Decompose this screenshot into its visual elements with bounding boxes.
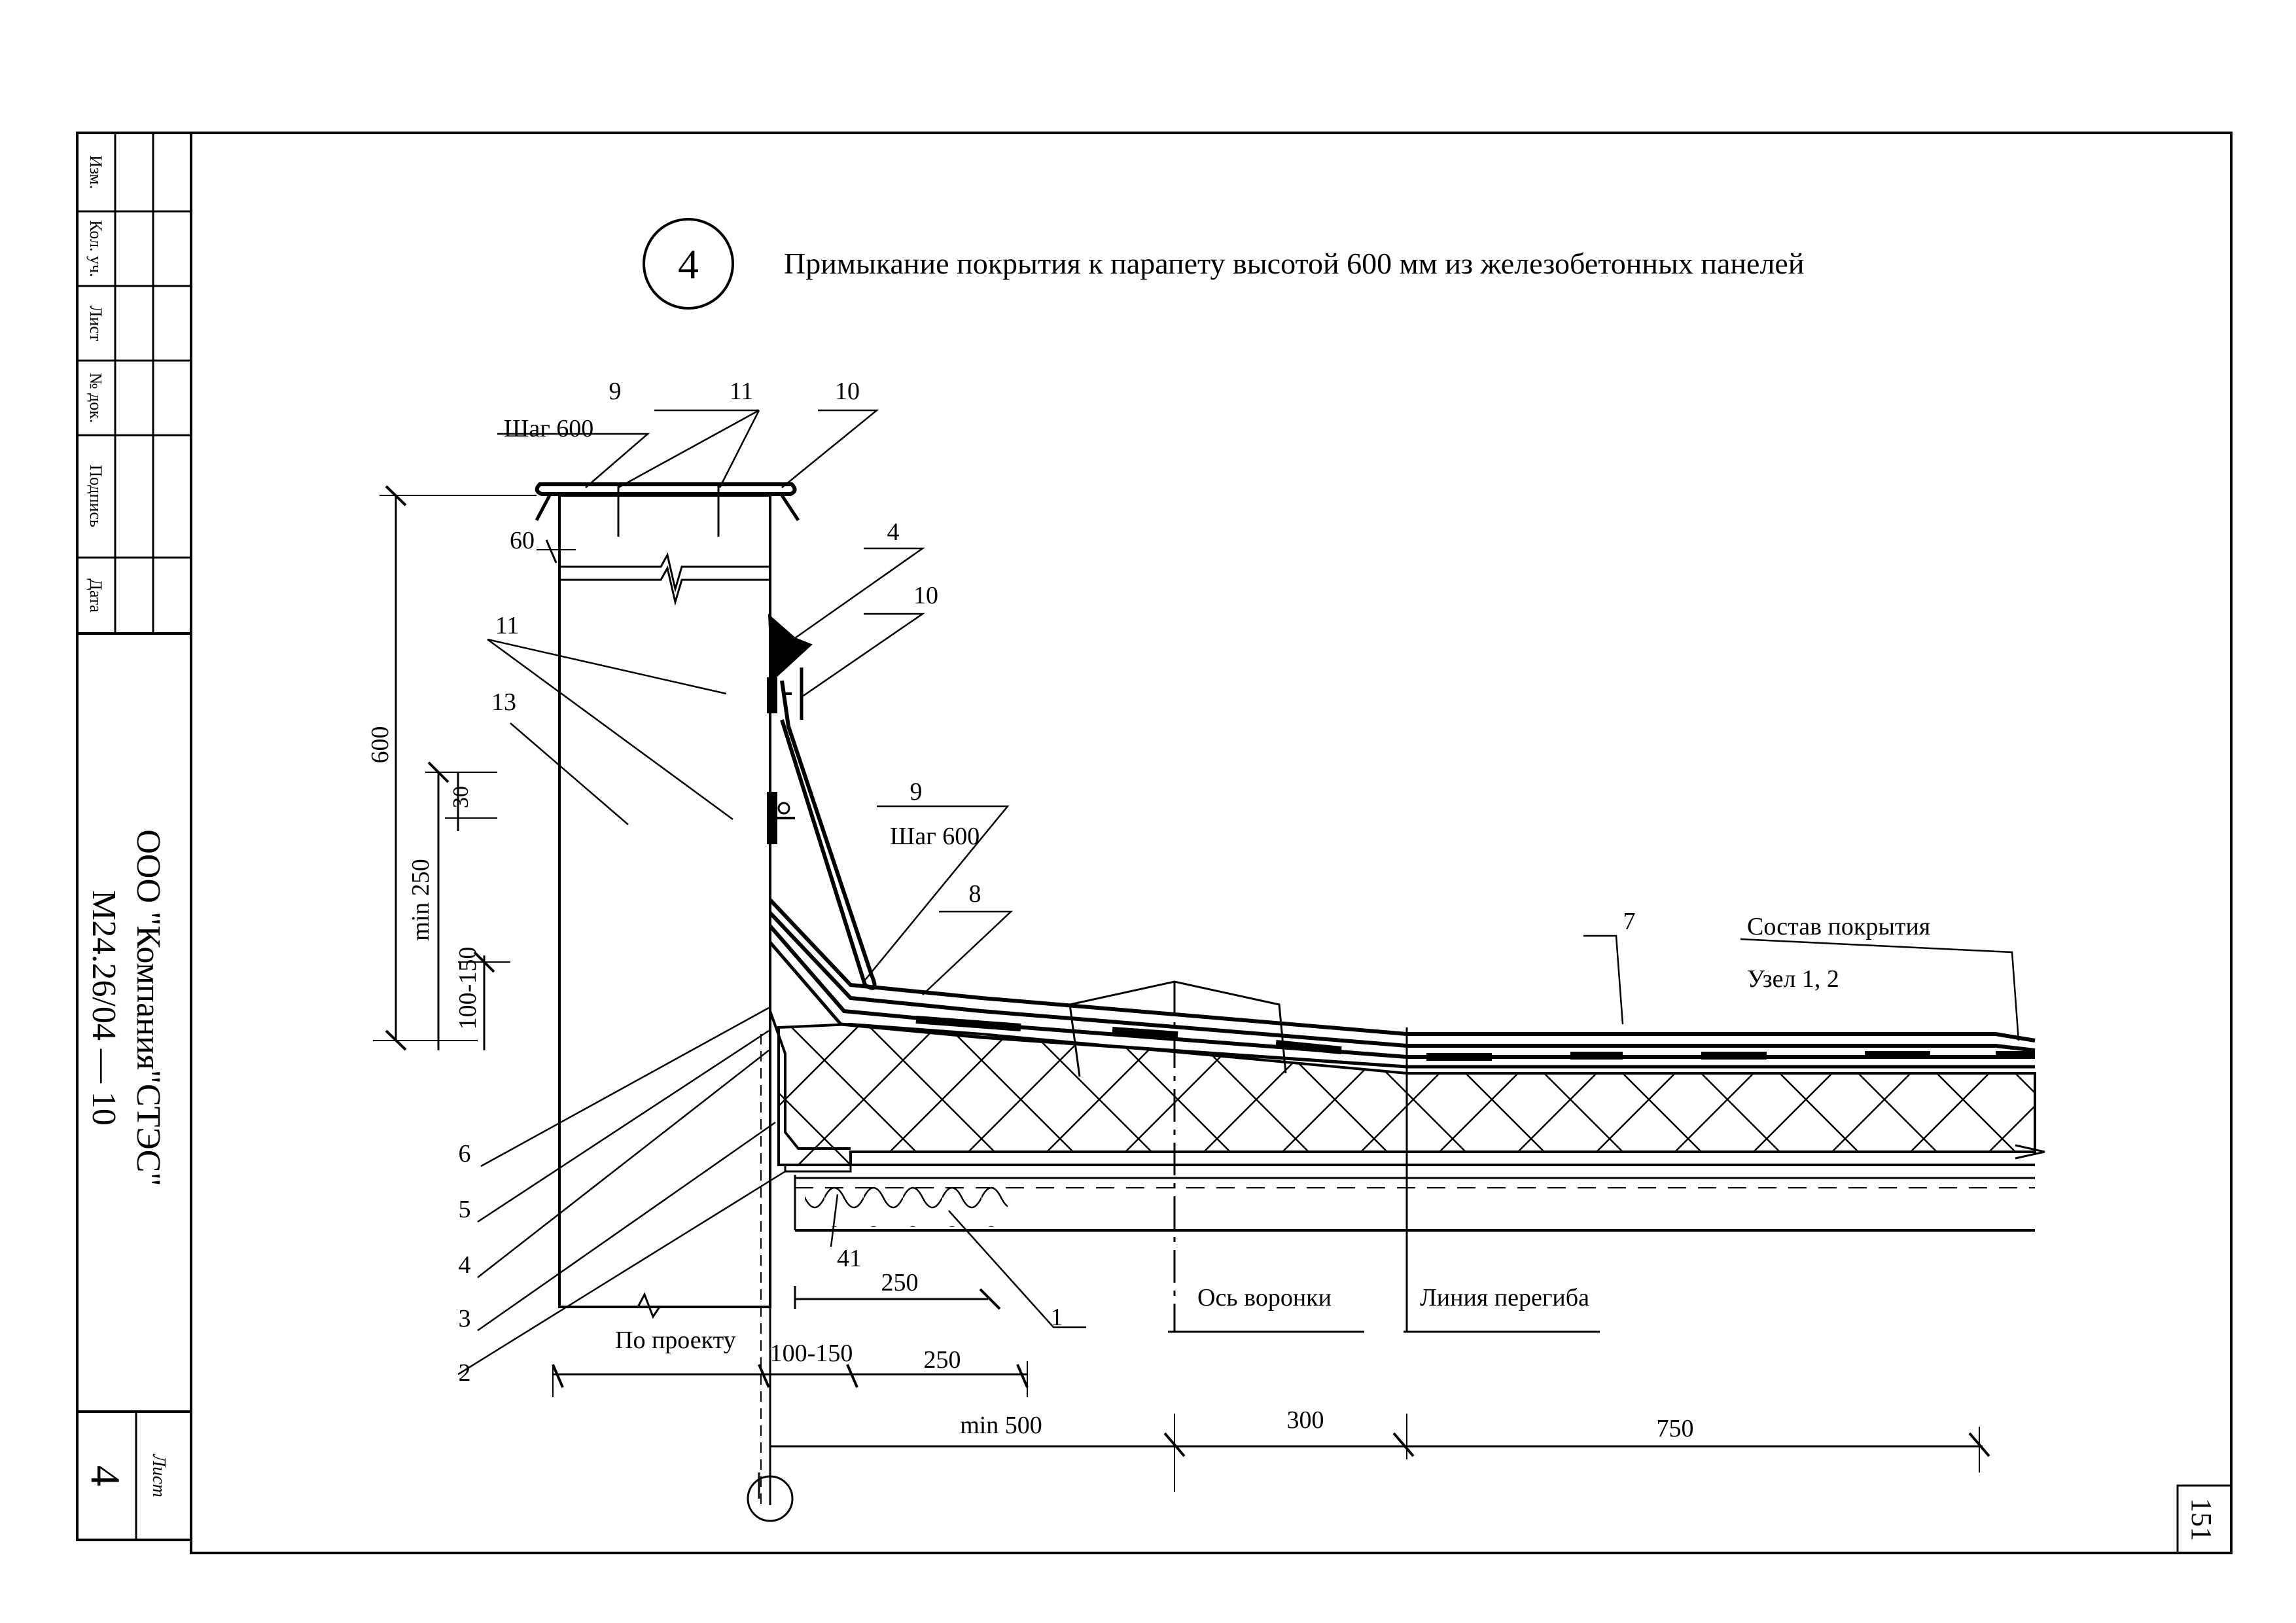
parapet-flashing — [767, 613, 877, 990]
dim-250-bottom: 250 — [881, 1269, 919, 1296]
dim-750: 750 — [1657, 1415, 1694, 1442]
parapet-coping — [535, 482, 800, 537]
label-7: 7 — [1623, 908, 1636, 935]
stamp-row-date: Дата — [86, 579, 105, 613]
axis-lines — [747, 982, 1600, 1522]
dimension-lines — [373, 485, 1990, 1492]
label-step-600-mid: Шаг 600 — [890, 823, 980, 850]
node-number: 4 — [678, 241, 699, 287]
label-3: 3 — [459, 1305, 471, 1332]
fastener-lower — [767, 792, 777, 844]
labels: Шаг 600 9 11 10 4 10 11 13 9 Шаг 600 8 7… — [459, 378, 1931, 1387]
label-11-top: 11 — [730, 378, 754, 405]
stamp-sheet-label: Лист — [149, 1454, 169, 1497]
node-number-circle — [643, 218, 734, 310]
page-number: 151 — [2185, 1498, 2217, 1541]
dimension-texts: 600 60 30 min 250 100-150 250 100-150 25… — [366, 527, 1694, 1442]
stamp-company: ООО "Компания"СТЭС" — [130, 829, 167, 1186]
label-bend-line: Линия перегиба — [1420, 1284, 1589, 1311]
label-9-mid: 9 — [910, 778, 923, 806]
label-11-mid: 11 — [495, 612, 520, 639]
dim-250: 250 — [924, 1346, 961, 1374]
label-13: 13 — [491, 688, 516, 716]
sealant-bead — [768, 613, 813, 683]
label-4-top: 4 — [887, 518, 900, 546]
dim-30: 30 — [449, 786, 473, 808]
label-node-1-2: Узел 1, 2 — [1747, 965, 1839, 993]
label-9-top: 9 — [609, 378, 622, 405]
label-10-top: 10 — [835, 378, 860, 405]
stamp-row-list: Лист — [86, 306, 105, 341]
stamp-row-kol-uch: Кол. уч. — [86, 220, 105, 277]
dim-600: 600 — [366, 726, 394, 764]
label-1: 1 — [1051, 1304, 1063, 1331]
label-funnel-axis: Ось воронки — [1197, 1284, 1332, 1311]
side-stamp: Изм. Кол. уч. Лист № док. Подпись Дата О… — [76, 132, 192, 1541]
label-composition: Состав покрытия — [1747, 913, 1930, 940]
stamp-row-doc: № док. — [86, 373, 105, 423]
label-by-project: По проекту — [615, 1327, 736, 1354]
grid-axis-bubble — [747, 1475, 794, 1522]
leader-lines — [457, 409, 2020, 1376]
stamp-code: М24.26/04 — 10 — [85, 890, 122, 1126]
dim-min-500: min 500 — [960, 1412, 1042, 1439]
drawing-title: Примыкание покрытия к парапету высотой 6… — [784, 247, 1804, 280]
label-step-600-top: Шаг 600 — [504, 415, 593, 442]
dim-100-150-horizontal: 100-150 — [770, 1340, 853, 1367]
dim-100-150-vertical: 100-150 — [454, 947, 482, 1030]
label-41: 41 — [837, 1245, 862, 1272]
fastener-upper — [767, 677, 777, 713]
label-10-mid: 10 — [913, 582, 938, 609]
stamp-row-izm: Изм. — [86, 155, 105, 189]
roof-membrane — [768, 898, 2036, 1077]
label-8: 8 — [969, 880, 981, 908]
dim-min-250: min 250 — [407, 859, 434, 941]
dim-60: 60 — [510, 527, 535, 554]
label-4-low: 4 — [459, 1251, 471, 1279]
label-6: 6 — [459, 1140, 471, 1168]
membrane-dark-band — [915, 1016, 2035, 1061]
label-5: 5 — [459, 1196, 471, 1223]
base-slab — [784, 1164, 2035, 1232]
dim-300: 300 — [1287, 1406, 1324, 1434]
stamp-sheet-number: 4 — [82, 1465, 129, 1486]
label-2: 2 — [459, 1359, 471, 1387]
sheet-frame — [190, 132, 2233, 1554]
stamp-row-signature: Подпись — [86, 465, 105, 527]
